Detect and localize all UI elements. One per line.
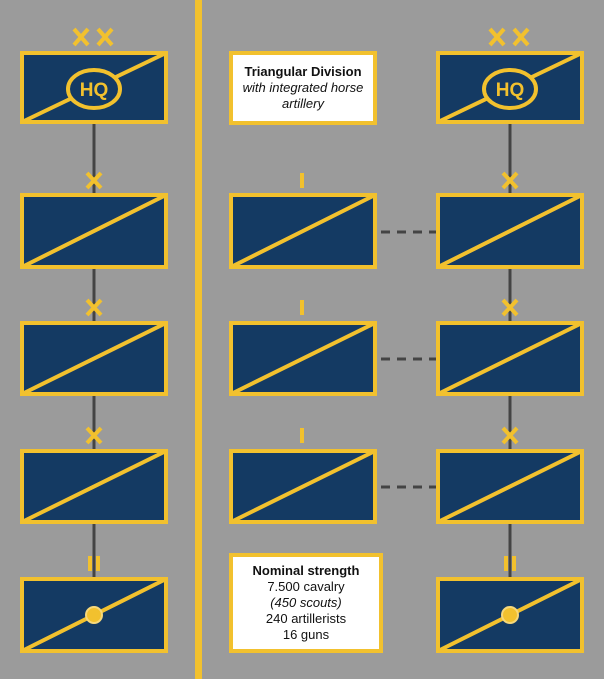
column-divider bbox=[195, 0, 202, 679]
hq-label: HQ bbox=[496, 80, 525, 101]
company-unit bbox=[229, 193, 377, 269]
brigade-marker-icon bbox=[501, 171, 519, 190]
title-box-subtitle: with integrated horse artillery bbox=[242, 80, 364, 111]
division-marker-icon bbox=[488, 27, 530, 47]
strength-artillerists: 240 artillerists bbox=[265, 611, 347, 626]
artillery-dot-icon bbox=[85, 606, 103, 624]
right-brigade-unit bbox=[436, 321, 584, 396]
division-marker-icon bbox=[72, 27, 114, 47]
battalion-marker-icon bbox=[504, 556, 516, 571]
left-artillery-unit bbox=[20, 577, 168, 653]
right-artillery-unit bbox=[436, 577, 584, 653]
left-brigade-unit bbox=[20, 193, 168, 269]
hq-oval-icon bbox=[482, 68, 538, 110]
brigade-marker-icon bbox=[85, 171, 103, 190]
brigade-marker-icon bbox=[501, 298, 519, 317]
right-brigade-unit bbox=[436, 193, 584, 269]
brigade-marker-icon bbox=[501, 426, 519, 445]
left-brigade-unit bbox=[20, 449, 168, 524]
battalion-marker-icon bbox=[88, 556, 100, 571]
strength-box: Nominal strength 7.500 cavalry (450 scou… bbox=[229, 553, 383, 653]
strength-cavalry: 7.500 cavalry bbox=[267, 579, 345, 594]
title-box: Triangular Division with integrated hors… bbox=[229, 51, 377, 125]
title-box-title: Triangular Division bbox=[244, 64, 362, 79]
right-brigade-unit bbox=[436, 449, 584, 524]
left-hq-unit: HQ bbox=[20, 51, 168, 124]
company-unit bbox=[229, 321, 377, 396]
artillery-dot-icon bbox=[501, 606, 519, 624]
left-brigade-unit bbox=[20, 321, 168, 396]
strength-guns: 16 guns bbox=[282, 627, 330, 642]
brigade-marker-icon bbox=[85, 298, 103, 317]
strength-scouts: (450 scouts) bbox=[270, 595, 342, 610]
right-hq-unit: HQ bbox=[436, 51, 584, 124]
hq-label: HQ bbox=[80, 80, 109, 101]
company-unit bbox=[229, 449, 377, 524]
hq-oval-icon bbox=[66, 68, 122, 110]
strength-title: Nominal strength bbox=[252, 563, 360, 578]
brigade-marker-icon bbox=[85, 426, 103, 445]
